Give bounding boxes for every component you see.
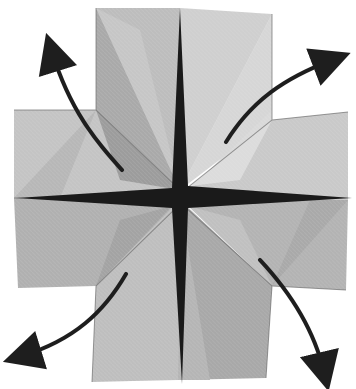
origami-diagram [0, 0, 356, 389]
fold-illustration [0, 0, 356, 389]
